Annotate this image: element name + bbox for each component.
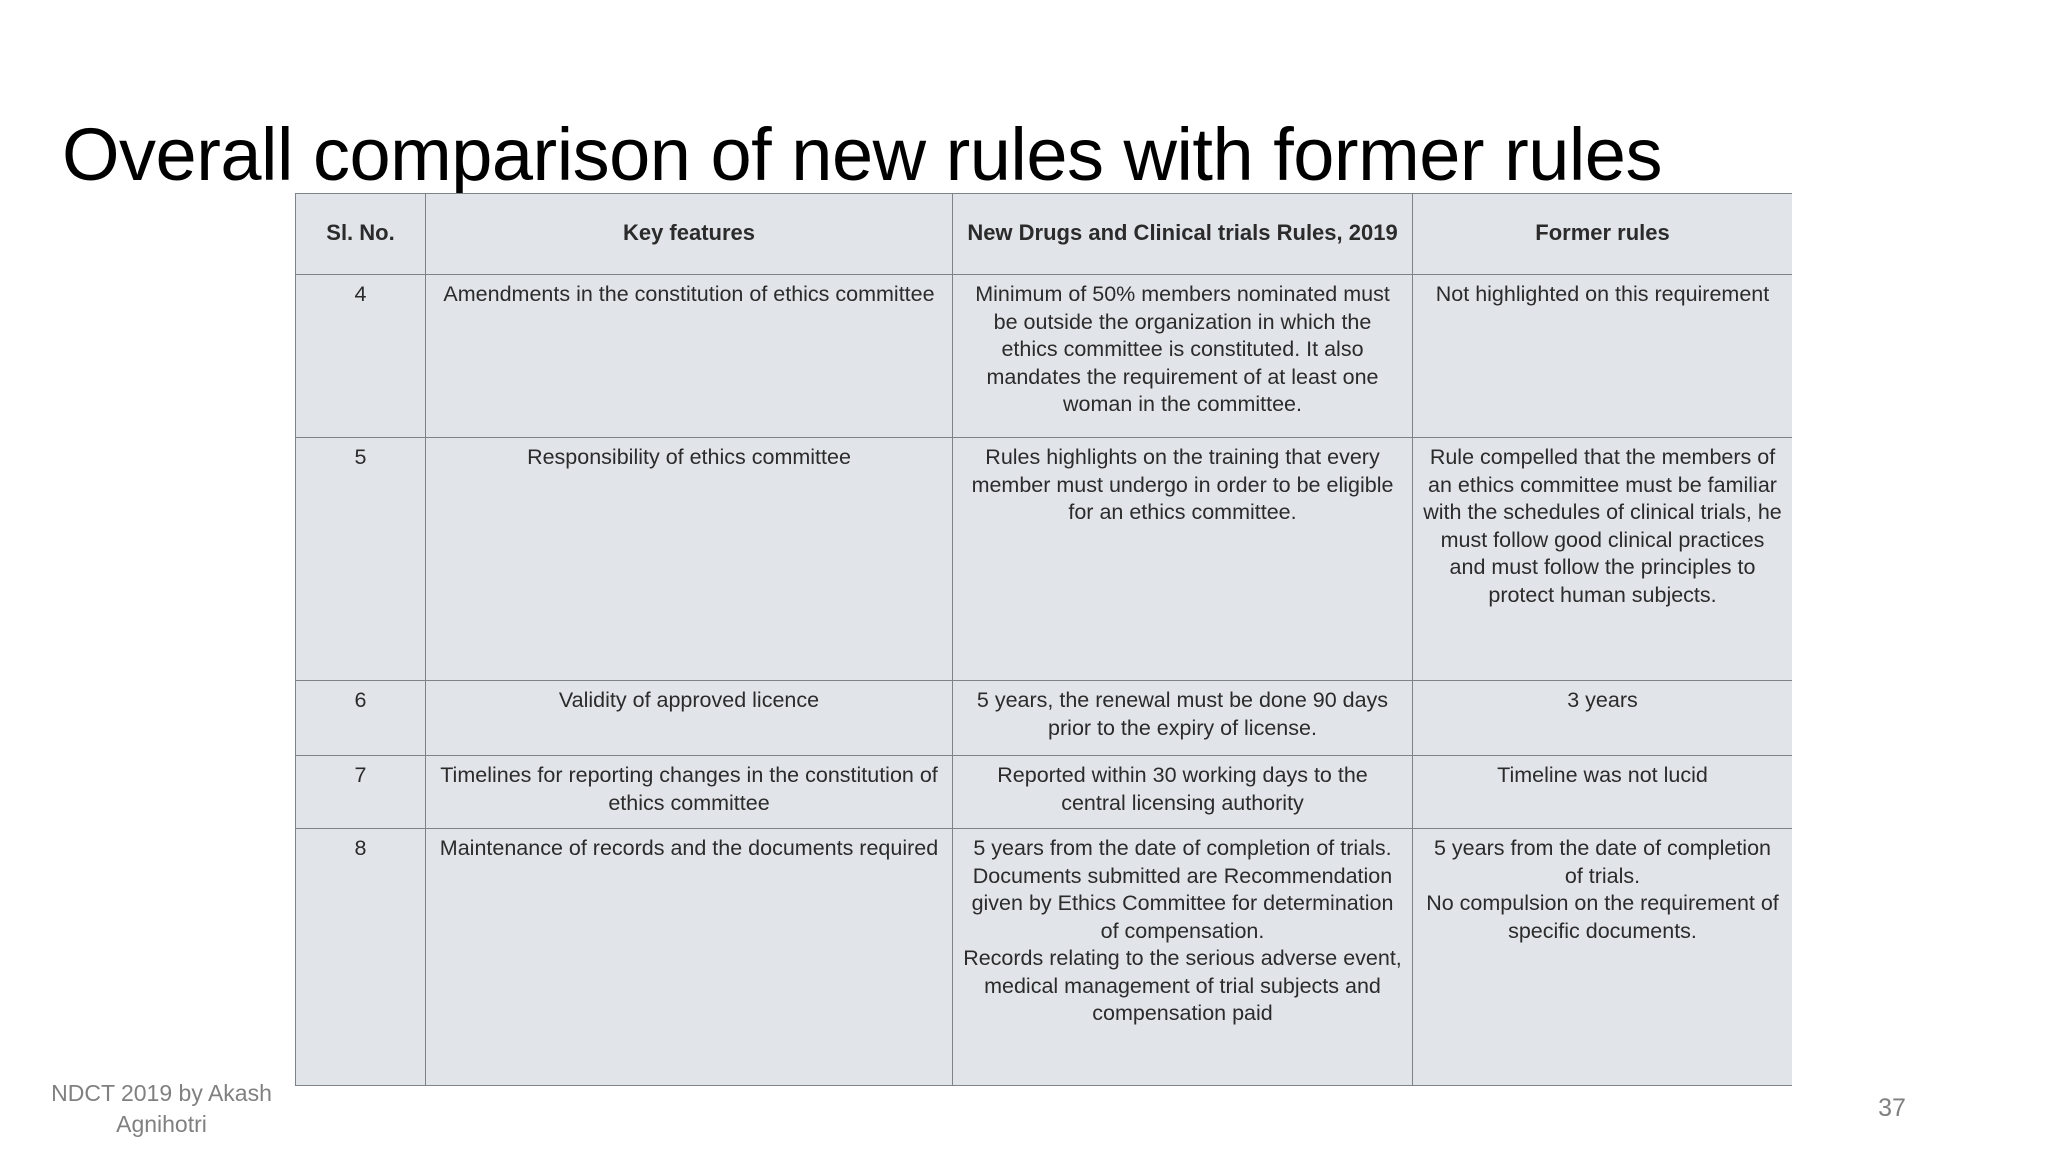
cell-new-rules: Reported within 30 working days to the c…: [952, 755, 1413, 829]
cell-key-feature: Responsibility of ethics committee: [425, 437, 953, 681]
cell-new-rules: 5 years from the date of completion of t…: [952, 828, 1413, 1086]
cell-new-rules: Minimum of 50% members nominated must be…: [952, 274, 1413, 438]
page-number: 37: [1878, 1094, 1906, 1122]
cell-key-feature: Amendments in the constitution of ethics…: [425, 274, 953, 438]
cell-new-rules: 5 years, the renewal must be done 90 day…: [952, 680, 1413, 756]
cell-former-rules: Rule compelled that the members of an et…: [1412, 437, 1792, 681]
cell-former-rules: Timeline was not lucid: [1412, 755, 1792, 829]
table-row: 4 Amendments in the constitution of ethi…: [295, 274, 1792, 438]
cell-sl-no: 5: [295, 437, 426, 681]
table-row: 5 Responsibility of ethics committee Rul…: [295, 437, 1792, 681]
table-row: 6 Validity of approved licence 5 years, …: [295, 680, 1792, 756]
cell-former-rules-paragraph-1: 5 years from the date of completion of t…: [1433, 836, 1771, 888]
cell-key-feature: Timelines for reporting changes in the c…: [425, 755, 953, 829]
cell-sl-no: 7: [295, 755, 426, 829]
cell-sl-no: 6: [295, 680, 426, 756]
cell-new-rules-paragraph-1: 5 years from the date of completion of t…: [971, 836, 1394, 943]
column-header-sl-no: Sl. No.: [295, 193, 426, 275]
comparison-table: Sl. No. Key features New Drugs and Clini…: [295, 193, 1792, 1086]
table-header-row: Sl. No. Key features New Drugs and Clini…: [295, 193, 1792, 275]
page-title: Overall comparison of new rules with for…: [62, 112, 1662, 196]
column-header-former-rules: Former rules: [1412, 193, 1792, 275]
comparison-table-container: Sl. No. Key features New Drugs and Clini…: [295, 193, 1792, 1125]
cell-key-feature: Maintenance of records and the documents…: [425, 828, 953, 1086]
cell-former-rules: 3 years: [1412, 680, 1792, 756]
cell-key-feature: Validity of approved licence: [425, 680, 953, 756]
cell-sl-no: 4: [295, 274, 426, 438]
cell-former-rules: Not highlighted on this requirement: [1412, 274, 1792, 438]
cell-former-rules-paragraph-2: No compulsion on the requirement of spec…: [1426, 891, 1779, 943]
column-header-key-features: Key features: [425, 193, 953, 275]
cell-sl-no: 8: [295, 828, 426, 1086]
table-row: 8 Maintenance of records and the documen…: [295, 828, 1792, 1086]
cell-new-rules: Rules highlights on the training that ev…: [952, 437, 1413, 681]
cell-new-rules-paragraph-2: Records relating to the serious adverse …: [963, 946, 1402, 1026]
column-header-new-rules: New Drugs and Clinical trials Rules, 201…: [952, 193, 1413, 275]
table-row: 7 Timelines for reporting changes in the…: [295, 755, 1792, 829]
footer-note: NDCT 2019 by Akash Agnihotri: [51, 1080, 272, 1138]
table-header: Sl. No. Key features New Drugs and Clini…: [295, 193, 1792, 275]
table-body: 4 Amendments in the constitution of ethi…: [295, 274, 1792, 1086]
cell-former-rules: 5 years from the date of completion of t…: [1412, 828, 1792, 1086]
